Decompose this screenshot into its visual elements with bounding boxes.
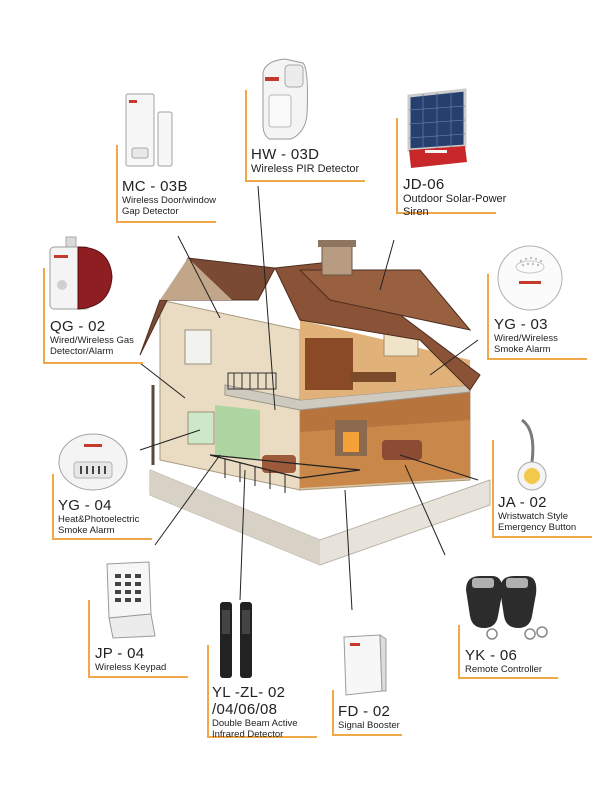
accent-bar-jp04-bottom [88, 676, 188, 678]
product-desc: Heat&Photoelectric [58, 514, 140, 525]
accent-bar-fd02 [332, 690, 334, 736]
label-hw03d: HW - 03D Wireless PIR Detector [251, 146, 359, 176]
label-qg02: QG - 02 Wired/Wireless Gas Detector/Alar… [50, 318, 134, 357]
product-desc: Outdoor Solar-Power [403, 193, 507, 205]
product-code: HW - 03D [251, 146, 320, 163]
accent-bar-jp04 [88, 600, 90, 678]
smoke-alarm-yg04-image [58, 433, 128, 491]
product-code: YK - 06 [465, 647, 518, 664]
label-yg04: YG - 04 Heat&Photoelectric Smoke Alarm [58, 497, 139, 536]
product-desc: Wired/Wireless [494, 333, 558, 344]
accent-bar-ylzl02 [207, 645, 209, 738]
accent-bar-yg04-bottom [52, 538, 152, 540]
remote-controller-image [466, 576, 548, 640]
product-desc: Wristwatch Style [498, 511, 569, 522]
label-jp04: JP - 04 Wireless Keypad [95, 645, 166, 673]
door-window-sensor-image [125, 93, 173, 167]
label-yg03: YG - 03 Wired/Wireless Smoke Alarm [494, 316, 558, 355]
accent-bar-ja02-bottom [492, 536, 592, 538]
accent-bar-ylzl02-bottom [207, 736, 317, 738]
label-mc03b: MC - 03B Wireless Door/window Gap Detect… [122, 178, 216, 217]
product-desc: Signal Booster [338, 720, 400, 731]
beam-detector-image [220, 602, 252, 678]
product-desc: Wireless PIR Detector [251, 163, 360, 175]
label-ylzl02: YL -ZL- 02 /04/06/08 Double Beam Active … [212, 684, 298, 740]
label-ja02: JA - 02 Wristwatch Style Emergency Butto… [498, 494, 576, 533]
accent-bar-yk06-bottom [458, 677, 558, 679]
product-desc: Remote Controller [465, 664, 543, 675]
label-yk06: YK - 06 Remote Controller [465, 647, 542, 675]
accent-bar-yg03-bottom [487, 358, 587, 360]
product-code: MC - 03B [122, 178, 188, 195]
product-desc: Wireless Keypad [95, 662, 167, 673]
accent-bar-qg02 [43, 268, 45, 364]
gas-detector-image [49, 236, 113, 310]
accent-bar-yk06 [458, 625, 460, 679]
accent-bar-hw03d-bottom [245, 180, 365, 182]
product-desc: Wired/Wireless Gas [50, 335, 134, 346]
solar-siren-image [407, 88, 467, 168]
smoke-alarm-yg03-image [497, 245, 563, 311]
product-desc: Double Beam Active [212, 718, 298, 729]
product-code: JD-06 [403, 176, 445, 193]
product-code: YG - 04 [58, 497, 112, 514]
label-fd02: FD - 02 Signal Booster [338, 703, 400, 731]
accent-bar-jd06 [396, 118, 398, 214]
product-code: YG - 03 [494, 316, 548, 333]
product-desc: Siren [403, 206, 429, 218]
accent-bar-qg02-bottom [43, 362, 143, 364]
accent-bar-yg03 [487, 274, 489, 360]
product-desc: Infrared Detector [212, 729, 284, 740]
accent-bar-jd06-bottom [396, 212, 496, 214]
product-desc: Emergency Button [498, 522, 577, 533]
product-desc: Wireless Door/window [122, 195, 216, 206]
product-code: FD - 02 [338, 703, 391, 720]
accent-bar-yg04 [52, 474, 54, 540]
accent-bar-ja02 [492, 440, 494, 538]
product-code: QG - 02 [50, 318, 106, 335]
signal-booster-image [343, 634, 387, 696]
product-code: YL -ZL- 02 [212, 684, 286, 701]
keypad-image [106, 561, 156, 639]
product-code: JP - 04 [95, 645, 145, 662]
accent-bar-mc03b-bottom [116, 221, 216, 223]
product-desc: Smoke Alarm [58, 525, 115, 536]
pir-detector-image [262, 58, 308, 140]
accent-bar-mc03b [116, 145, 118, 223]
product-desc: Gap Detector [122, 206, 179, 217]
product-desc: Smoke Alarm [494, 344, 551, 355]
wristwatch-button-image [517, 418, 547, 491]
product-code: JA - 02 [498, 494, 547, 511]
accent-bar-fd02-bottom [332, 734, 402, 736]
product-code-variants: /04/06/08 [212, 701, 278, 718]
product-desc: Detector/Alarm [50, 346, 114, 357]
label-jd06: JD-06 Outdoor Solar-Power Siren [403, 176, 506, 219]
accent-bar-hw03d [245, 90, 247, 182]
